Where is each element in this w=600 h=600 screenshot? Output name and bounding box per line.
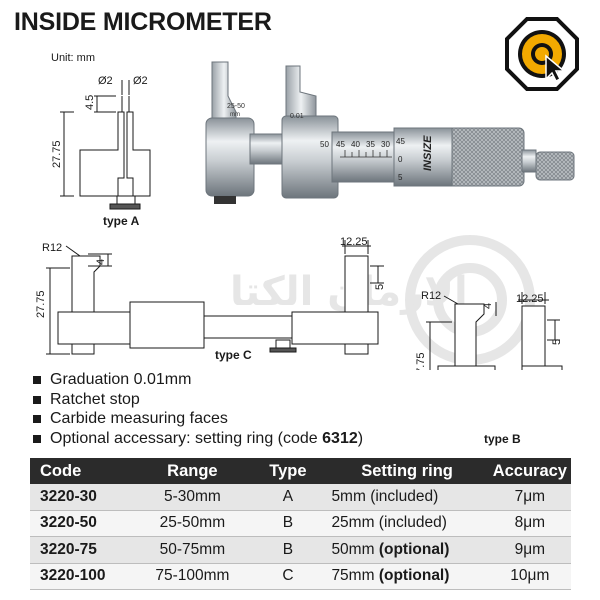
jaw-unit: mm [230, 112, 240, 118]
cursor-icon [545, 54, 567, 83]
sleeve-number: 35 [366, 140, 375, 149]
type-b-height-dim: 27.75 [415, 352, 427, 370]
type-c-caption: type C [215, 348, 252, 362]
sleeve-number: 45 [336, 140, 345, 149]
cell-code: 3220-75 [30, 536, 135, 564]
cell-type: A [250, 484, 326, 511]
feature-item: Graduation 0.01mm [32, 370, 363, 390]
type-b-caption: type B [484, 432, 521, 446]
header-setting-ring: Setting ring [325, 458, 489, 484]
watermark: الارمان الكتا [230, 235, 535, 365]
type-a-caption: type A [103, 214, 140, 228]
cell-accuracy: 8μm [488, 510, 571, 537]
table-header-row: Code Range Type Setting ring Accuracy [30, 458, 571, 484]
jaw-marking: 25-50 [227, 103, 245, 110]
feature-item: Ratchet stop [32, 390, 363, 410]
table-row: 3220-30 5-30mm A 5mm (included) 7μm [30, 484, 571, 511]
spec-table: Code Range Type Setting ring Accuracy 32… [30, 458, 571, 590]
type-c-side-dim: 5 [374, 284, 386, 290]
thimble-number: 45 [396, 137, 405, 146]
type-c-radius-dim: R12 [42, 242, 62, 254]
cell-range: 75-100mm [134, 563, 251, 590]
cell-type: B [250, 510, 326, 537]
jaw-reading: 0.01 [290, 113, 304, 120]
cell-accuracy: 9μm [488, 536, 571, 564]
type-a-tip-right-dim: Ø2 [133, 75, 148, 87]
table-row: 3220-100 75-100mm C 75mm (optional) 10μm [30, 563, 571, 590]
cell-code: 3220-50 [30, 510, 135, 537]
type-a-tip-left-dim: Ø2 [98, 75, 113, 87]
header-code: Code [30, 458, 135, 484]
thimble-number: 5 [398, 173, 403, 182]
type-c-width-dim: 12.25 [340, 236, 368, 248]
unit-label: Unit: mm [51, 52, 95, 64]
cell-range: 5-30mm [134, 484, 251, 511]
header-accuracy: Accuracy [488, 458, 571, 484]
cell-setting-ring: 50mm (optional) [325, 536, 489, 564]
product-photo: 25-50 mm 0.01 50 45 40 35 30 45 0 5 INSI… [205, 61, 575, 204]
table-row: 3220-50 25-50mm B 25mm (included) 8μm [30, 510, 571, 537]
type-b-drawing [426, 292, 563, 370]
type-b-width-dim: 12.25 [516, 293, 544, 305]
cell-accuracy: 7μm [488, 484, 571, 511]
feature-item: Carbide measuring faces [32, 409, 363, 429]
cell-range: 50-75mm [134, 536, 251, 564]
type-c-thickness-dim: 4 [95, 259, 107, 265]
type-c-height-dim: 27.75 [35, 290, 47, 318]
cell-code: 3220-30 [30, 484, 135, 511]
page-title: INSIDE MICROMETER [14, 8, 272, 36]
thimble-number: 0 [398, 155, 403, 164]
feature-list: Graduation 0.01mm Ratchet stop Carbide m… [32, 370, 363, 448]
type-c-drawing [46, 240, 384, 355]
cell-type: C [250, 563, 326, 590]
cell-code: 3220-100 [30, 563, 135, 590]
brand-logo [505, 17, 579, 91]
cell-setting-ring: 5mm (included) [325, 484, 489, 511]
technical-drawings: الارمان الكتا Ø2 Ø2 4.5 27.75 type A [35, 61, 575, 370]
type-b-thickness-dim: 4 [482, 303, 494, 309]
cell-setting-ring: 25mm (included) [325, 510, 489, 537]
type-b-radius-dim: R12 [421, 290, 441, 302]
table-row: 3220-75 50-75mm B 50mm (optional) 9μm [30, 536, 571, 564]
type-a-tip-height-dim: 4.5 [84, 95, 96, 110]
sleeve-number: 50 [320, 140, 329, 149]
sleeve-number: 30 [381, 140, 390, 149]
sleeve-number: 40 [351, 140, 360, 149]
cell-type: B [250, 536, 326, 564]
type-a-drawing [60, 80, 151, 210]
cell-range: 25-50mm [134, 510, 251, 537]
header-range: Range [134, 458, 251, 484]
feature-item: Optional accessary: setting ring (code 6… [32, 429, 363, 449]
header-type: Type [250, 458, 326, 484]
brand-mark: INSIZE [422, 135, 434, 171]
type-a-height-dim: 27.75 [51, 140, 63, 168]
type-b-side-dim: 5 [551, 339, 563, 345]
cell-accuracy: 10μm [488, 563, 571, 590]
cell-setting-ring: 75mm (optional) [325, 563, 489, 590]
